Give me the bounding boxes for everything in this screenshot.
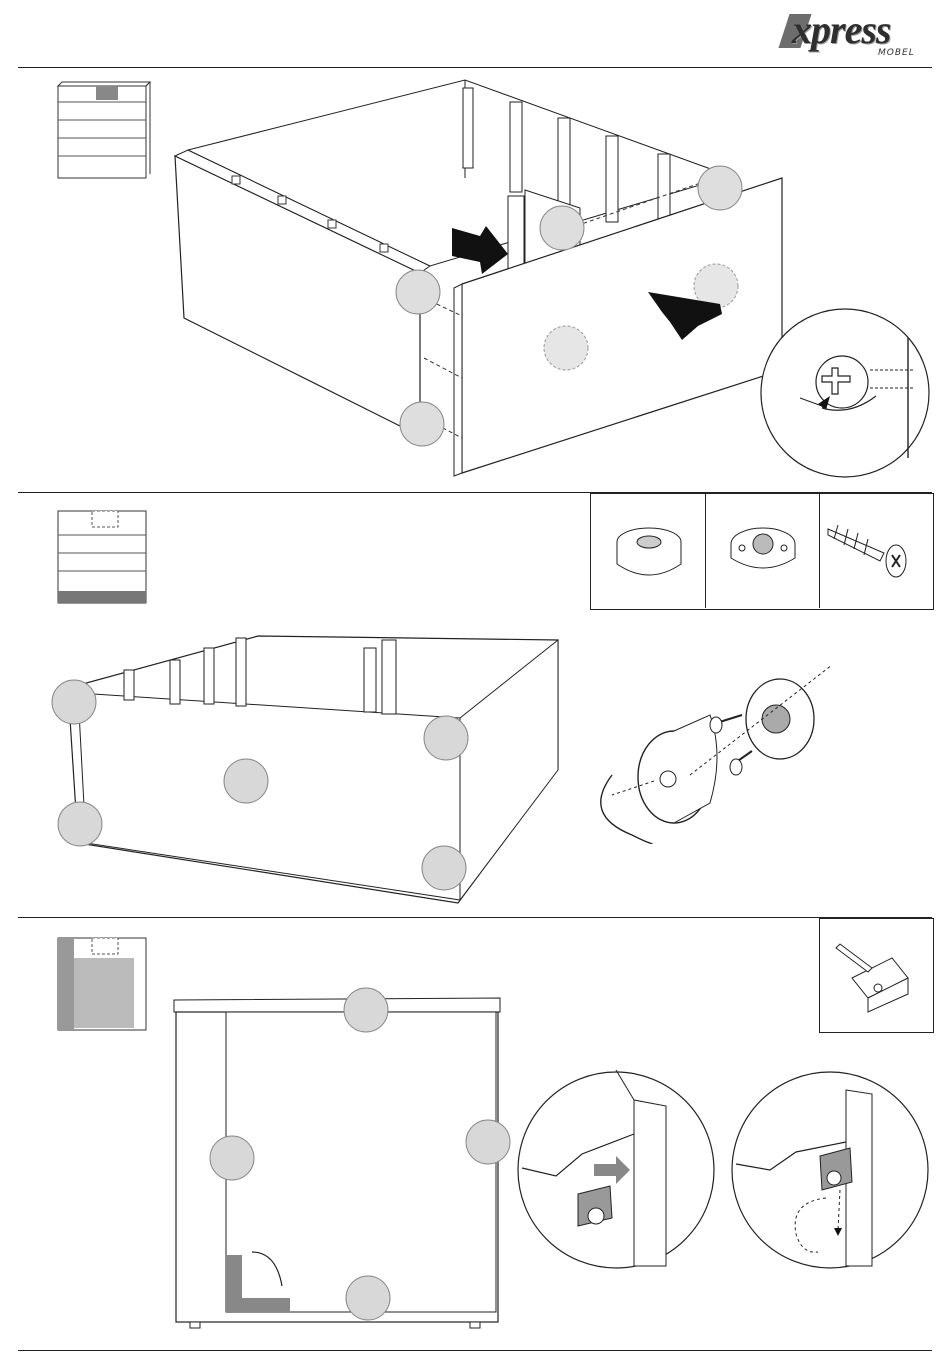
foot-exploded-view	[592, 655, 852, 855]
cabinet-thumbnail-step3	[52, 932, 152, 1032]
cam-lock-detail	[760, 308, 940, 488]
foot-base-icon	[718, 512, 808, 592]
drawer-box-assembly	[170, 78, 790, 488]
cabinet-back-view	[170, 990, 510, 1336]
parts-divider-1	[705, 493, 706, 608]
cabinet-thumbnail-step2	[52, 505, 152, 605]
bracket-detail-1	[516, 1070, 716, 1270]
carcass-bottom-view	[48, 618, 578, 910]
foot-cap-icon	[604, 512, 694, 592]
screw-icon	[824, 515, 924, 585]
divider-bottom	[18, 1350, 932, 1351]
cabinet-thumbnail-step1	[52, 80, 152, 180]
divider-step2	[18, 917, 932, 918]
bracket-detail-2	[730, 1070, 930, 1270]
corner-bracket-screw-icon	[832, 938, 922, 1018]
express-mobel-logo: xpress MOBEL	[782, 6, 930, 62]
logo-subtitle: MOBEL	[878, 48, 915, 58]
logo-wordmark: xpress	[792, 8, 890, 52]
divider-top	[18, 67, 932, 68]
parts-divider-2	[819, 493, 820, 608]
